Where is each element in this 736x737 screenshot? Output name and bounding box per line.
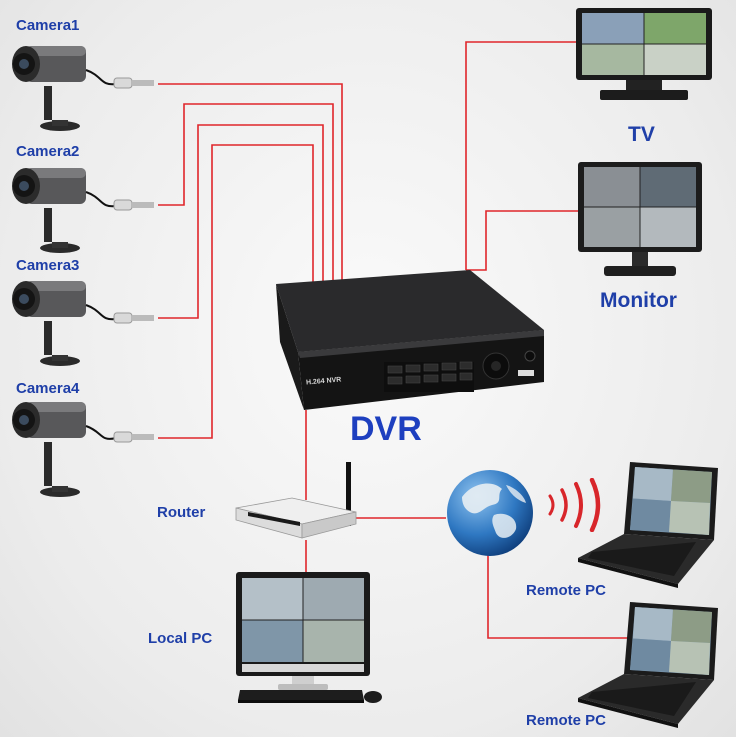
local-pc (234, 570, 386, 715)
mouse-icon (362, 690, 384, 704)
camera-4-label: Camera4 (16, 380, 79, 397)
dvr-icon (272, 270, 548, 414)
wire-camera2 (158, 104, 333, 282)
camera-1-label: Camera1 (16, 17, 79, 34)
camera-2 (8, 158, 158, 263)
monitor-icon (578, 162, 702, 280)
camera-icon (8, 158, 158, 258)
remote-pc-1-label: Remote PC (526, 582, 606, 599)
dvr-label: DVR (350, 410, 422, 449)
laptop-icon (578, 600, 724, 728)
tv (576, 8, 712, 111)
router (232, 460, 360, 549)
laptop-icon (578, 460, 724, 588)
internet-globe (444, 469, 536, 564)
globe-icon (444, 469, 536, 559)
camera-1 (8, 36, 158, 141)
wire-camera1 (158, 84, 342, 282)
router-icon (232, 460, 360, 544)
remote-pc-1 (578, 460, 724, 593)
camera-icon (8, 36, 158, 136)
camera-icon (8, 271, 158, 371)
camera-icon (8, 392, 158, 502)
monitor-label: Monitor (600, 289, 677, 313)
wire-tv (466, 42, 578, 270)
local-pc-label: Local PC (148, 630, 212, 647)
camera-3 (8, 271, 158, 376)
tv-icon (576, 8, 712, 106)
remote-pc-2-label: Remote PC (526, 712, 606, 729)
tv-label: TV (628, 123, 655, 147)
camera-3-label: Camera3 (16, 257, 79, 274)
keyboard-icon (236, 688, 366, 704)
dvr: H.264 NVR (272, 270, 548, 419)
camera-4 (8, 392, 158, 507)
wire-monitor (466, 211, 578, 270)
monitor (578, 162, 702, 285)
router-label: Router (157, 504, 205, 521)
camera-2-label: Camera2 (16, 143, 79, 160)
